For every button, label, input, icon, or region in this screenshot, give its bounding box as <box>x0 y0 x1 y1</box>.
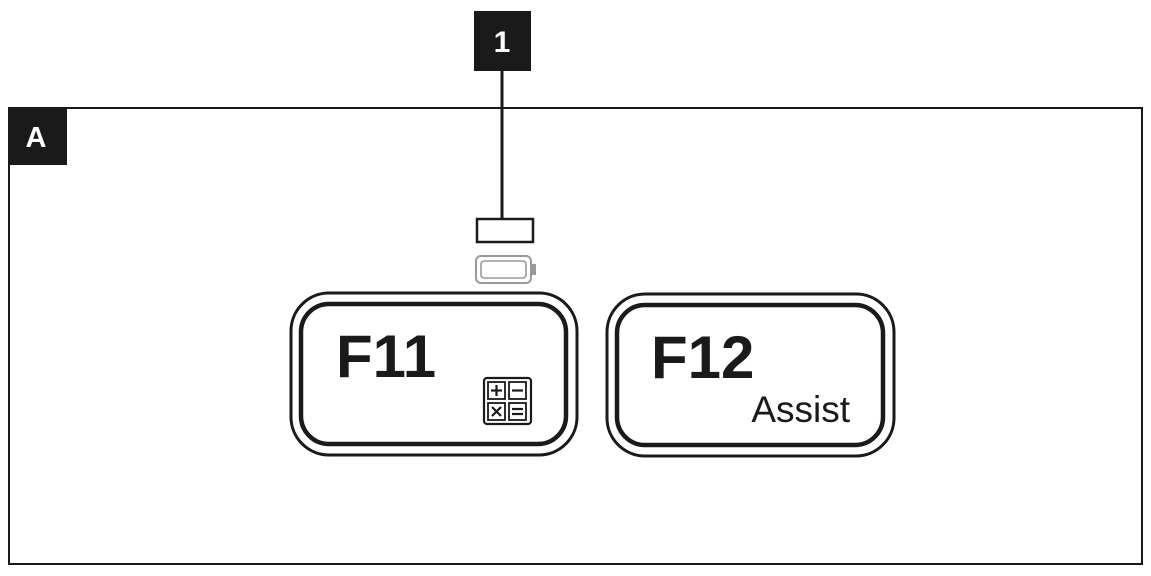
callout-1: 1 <box>474 11 531 71</box>
key-f11: F11 <box>289 291 579 457</box>
panel-label-a: A <box>9 108 67 165</box>
key-f12-label: F12 <box>651 324 754 391</box>
key-f11-label: F11 <box>336 323 436 390</box>
callout-1-box <box>474 11 531 71</box>
indicator-light <box>475 217 535 244</box>
calculator-icon <box>482 376 533 426</box>
key-f12-sublabel: Assist <box>751 389 850 430</box>
panel-frame <box>8 107 1143 565</box>
panel-label-text: A <box>26 122 47 154</box>
key-f12: F12 Assist <box>605 292 896 458</box>
callout-1-number: 1 <box>494 26 511 59</box>
panel-label-box <box>9 108 67 165</box>
battery-icon <box>475 255 536 284</box>
